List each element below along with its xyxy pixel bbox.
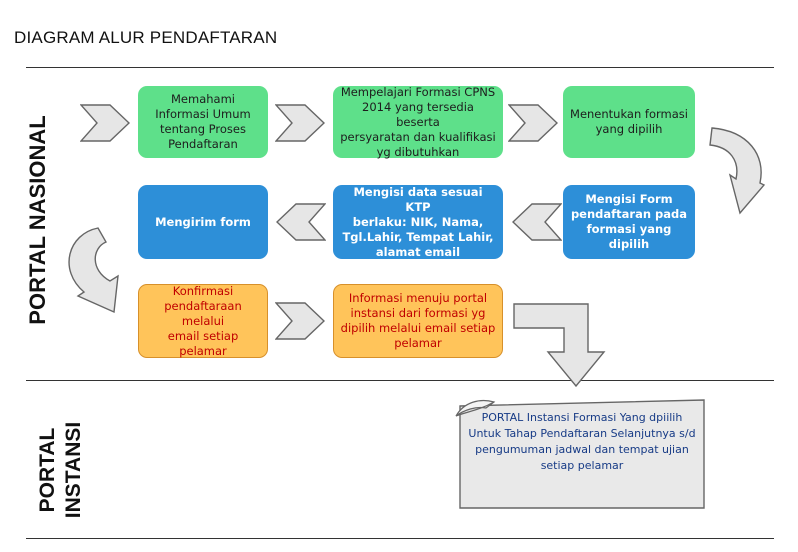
portal-instansi-note: PORTAL Instansi Formasi Yang dpiilih Unt… — [468, 411, 696, 472]
step-memahami-informasi: Memahami Informasi Umum tentang Proses P… — [138, 86, 268, 158]
chevron-right-arrow-icon — [275, 302, 325, 340]
step-mengirim-form: Mengirim form — [138, 185, 268, 259]
section-label-portal-instansi: PORTAL INSTANSI — [35, 395, 87, 545]
step-mengisi-data-ktp: Mengisi data sesuai KTP berlaku: NIK, Na… — [333, 185, 503, 259]
section-label-line-1: PORTAL — [36, 427, 59, 513]
step-informasi-portal-instansi: Informasi menuju portal instansi dari fo… — [333, 284, 503, 358]
curved-down-arrow-icon — [709, 127, 766, 215]
curved-down-arrow-icon — [68, 227, 119, 314]
divider-middle — [26, 380, 774, 381]
page-title: DIAGRAM ALUR PENDAFTARAN — [14, 28, 278, 47]
chevron-left-arrow-icon — [512, 203, 562, 241]
chevron-left-arrow-icon — [276, 203, 326, 241]
bent-down-arrow-icon — [513, 303, 606, 388]
section-label-portal-nasional: PORTAL NASIONAL — [25, 115, 50, 325]
chevron-right-arrow-icon — [275, 104, 325, 142]
divider-top — [26, 67, 774, 68]
step-mengisi-form: Mengisi Form pendaftaran pada formasi ya… — [563, 185, 695, 259]
step-menentukan-formasi: Menentukan formasi yang dipilih — [563, 86, 695, 158]
chevron-right-arrow-icon — [508, 104, 558, 142]
document-note-icon — [455, 399, 705, 509]
section-label-line-2: INSTANSI — [62, 421, 85, 519]
step-konfirmasi-pendaftaran: Konfirmasi pendaftaraan melalui email se… — [138, 284, 268, 358]
step-mempelajari-formasi: Mempelajari Formasi CPNS 2014 yang terse… — [333, 85, 503, 159]
divider-bottom — [26, 538, 774, 539]
chevron-right-arrow-icon — [80, 104, 130, 142]
